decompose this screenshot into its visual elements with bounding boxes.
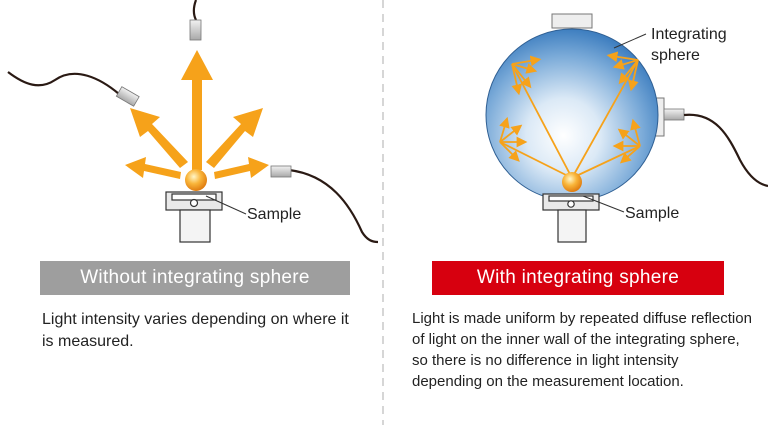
description-with-sphere: Light is made uniform by repeated diffus…	[412, 310, 752, 390]
description-without-sphere: Light intensity varies depending on wher…	[42, 311, 349, 350]
reflection-rays	[499, 51, 641, 179]
sample-label-right: Sample	[625, 205, 679, 222]
arrow-right	[214, 157, 269, 179]
sensor-sphere	[663, 108, 685, 121]
cable-right	[288, 168, 379, 244]
sample-holder	[165, 191, 223, 243]
banner-with-sphere: With integrating sphere	[432, 261, 724, 295]
banner-without-sphere: Without integrating sphere	[40, 261, 350, 295]
sample-lamp	[185, 169, 207, 191]
sensor-right	[270, 165, 292, 178]
sphere-top-port	[551, 13, 593, 29]
arrow-left	[125, 157, 181, 179]
light-arrows	[125, 50, 269, 179]
cable-sphere	[683, 113, 768, 188]
sample-leader-right	[582, 195, 625, 213]
sphere-label-line1: Integrating	[651, 26, 727, 43]
left-scene: Sample	[7, 0, 379, 244]
sample-label-left: Sample	[247, 206, 301, 223]
sensor-left	[115, 86, 140, 107]
sphere-label-line2: sphere	[651, 47, 700, 64]
arrow-upright	[206, 108, 263, 168]
arrow-up	[181, 50, 213, 170]
arrow-upleft	[130, 108, 188, 168]
sample-leader-left	[205, 195, 247, 215]
sensor-top	[189, 19, 202, 41]
right-scene: Sample Integrating sphere	[485, 13, 768, 243]
sphere-sample-lamp	[562, 172, 582, 192]
sphere-leader	[613, 33, 647, 49]
cable-left	[7, 71, 120, 95]
cable-top	[192, 0, 198, 21]
sphere-sample-holder	[542, 193, 600, 243]
